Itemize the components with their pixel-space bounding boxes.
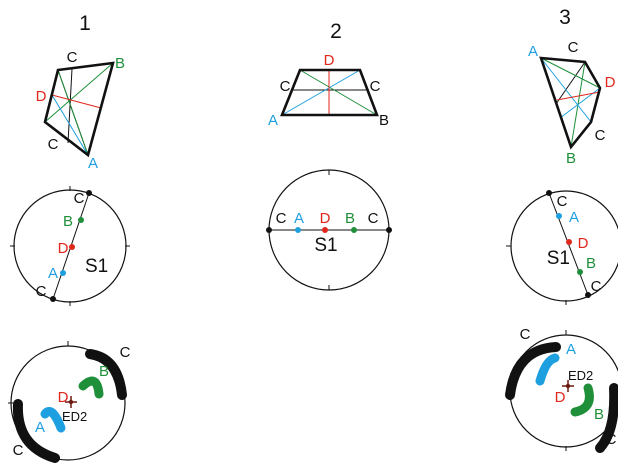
quadrilateral-2 xyxy=(280,68,379,117)
cluster-b xyxy=(78,376,104,399)
net2-label-a: A xyxy=(294,210,304,227)
line-blue xyxy=(281,69,361,116)
diagonal-black xyxy=(67,68,73,144)
net3-label-s1: S1 xyxy=(547,248,570,269)
quad1-label-a: A xyxy=(88,155,98,172)
pole-d xyxy=(322,227,328,233)
column-number-1: 1 xyxy=(79,12,91,35)
quad3-label-b: B xyxy=(566,150,576,167)
pole-a xyxy=(556,213,562,219)
net2-label-s1: S1 xyxy=(314,235,337,256)
density-plot-3 xyxy=(505,330,618,453)
dens1-label-c-bottom: C xyxy=(13,442,24,459)
dens3-label-c-top: C xyxy=(520,326,531,343)
net3-label-b: B xyxy=(586,255,596,272)
dens3-label-d: D xyxy=(555,389,566,406)
line-green xyxy=(299,69,378,116)
pole-c-left xyxy=(266,227,272,233)
net1-label-b: B xyxy=(63,213,73,230)
quad1-label-c-top: C xyxy=(67,49,78,66)
ed2-marker xyxy=(65,396,77,408)
density-plot-1 xyxy=(8,341,127,463)
quad1-label-d: D xyxy=(36,88,47,105)
line-blue xyxy=(540,57,592,123)
pole-c-bottom xyxy=(585,292,591,298)
quad1-label-c-bottom: C xyxy=(48,136,59,153)
dens3-label-c-bottom: C xyxy=(606,431,617,448)
quad2-label-d: D xyxy=(324,52,335,69)
cluster-c-bottom xyxy=(595,383,618,453)
stereonet-2 xyxy=(266,169,392,291)
pole-d xyxy=(69,244,75,250)
quad3-label-d: D xyxy=(605,74,616,91)
net1-label-d: D xyxy=(58,240,69,257)
net1-label-c-bottom: C xyxy=(36,283,47,300)
line-blue xyxy=(51,94,89,156)
cluster-c-top xyxy=(85,349,127,400)
net1-label-s1: S1 xyxy=(85,256,108,277)
pole-c-bottom xyxy=(50,296,56,302)
quad3-label-a: A xyxy=(528,43,538,60)
net2-label-d: D xyxy=(320,210,331,227)
net3-label-c-bottom: C xyxy=(591,278,602,295)
dens1-label-b: B xyxy=(99,363,109,380)
stereonet-1 xyxy=(10,186,130,306)
quad2-label-c-left: C xyxy=(280,78,291,95)
ed2-marker xyxy=(562,380,574,392)
pole-d xyxy=(566,239,572,245)
line-green-2 xyxy=(57,69,89,156)
line-green-1 xyxy=(44,62,114,123)
dens1-label-a: A xyxy=(35,419,45,436)
pole-c-right xyxy=(386,227,392,233)
quad-outline xyxy=(280,68,379,117)
net1-label-c-top: C xyxy=(74,190,85,207)
cluster-c-top xyxy=(505,342,561,400)
dens3-label-b: B xyxy=(594,406,604,423)
net2-label-b: B xyxy=(345,210,355,227)
net2-label-c-right: C xyxy=(368,210,379,227)
quad3-label-c-top: C xyxy=(568,39,579,56)
quad2-label-c-right: C xyxy=(370,78,381,95)
quad-outline xyxy=(539,56,602,150)
cluster-a xyxy=(40,407,66,433)
line-black-2 xyxy=(555,61,586,105)
net3-label-d: D xyxy=(578,235,589,252)
cluster-a xyxy=(535,353,560,386)
line-green-2 xyxy=(540,57,601,89)
dens1-label-d: D xyxy=(58,389,69,406)
column-number-3: 3 xyxy=(559,6,571,29)
line-red xyxy=(51,94,102,109)
dens1-label-ed2: ED2 xyxy=(62,409,87,424)
line-red xyxy=(556,91,601,101)
pole-c-top xyxy=(546,190,552,196)
quadrilateral-3 xyxy=(539,56,602,150)
net2-label-c-left: C xyxy=(276,210,287,227)
net1-label-a: A xyxy=(48,265,58,282)
quad2-label-b: B xyxy=(379,112,389,129)
quad2-label-a: A xyxy=(268,112,278,129)
column-number-2: 2 xyxy=(330,20,342,43)
pole-b xyxy=(577,269,583,275)
cluster-c-bottom xyxy=(12,399,60,463)
dens3-label-ed2: ED2 xyxy=(568,368,593,383)
pole-c-top xyxy=(86,190,92,196)
dens1-label-c-top: C xyxy=(120,344,131,361)
pole-a xyxy=(60,270,66,276)
net3-label-c-top: C xyxy=(557,193,568,210)
pole-b xyxy=(351,227,357,233)
pole-b xyxy=(78,217,84,223)
net3-label-a: A xyxy=(569,209,579,226)
quadrilateral-1 xyxy=(43,61,115,158)
dens3-label-a: A xyxy=(566,341,576,358)
quad-outline xyxy=(43,61,115,158)
stereonet-3 xyxy=(506,190,618,305)
pole-a xyxy=(295,227,301,233)
quad3-label-c-right: C xyxy=(595,127,606,144)
quad1-label-b: B xyxy=(115,55,125,72)
cluster-b xyxy=(570,383,594,417)
